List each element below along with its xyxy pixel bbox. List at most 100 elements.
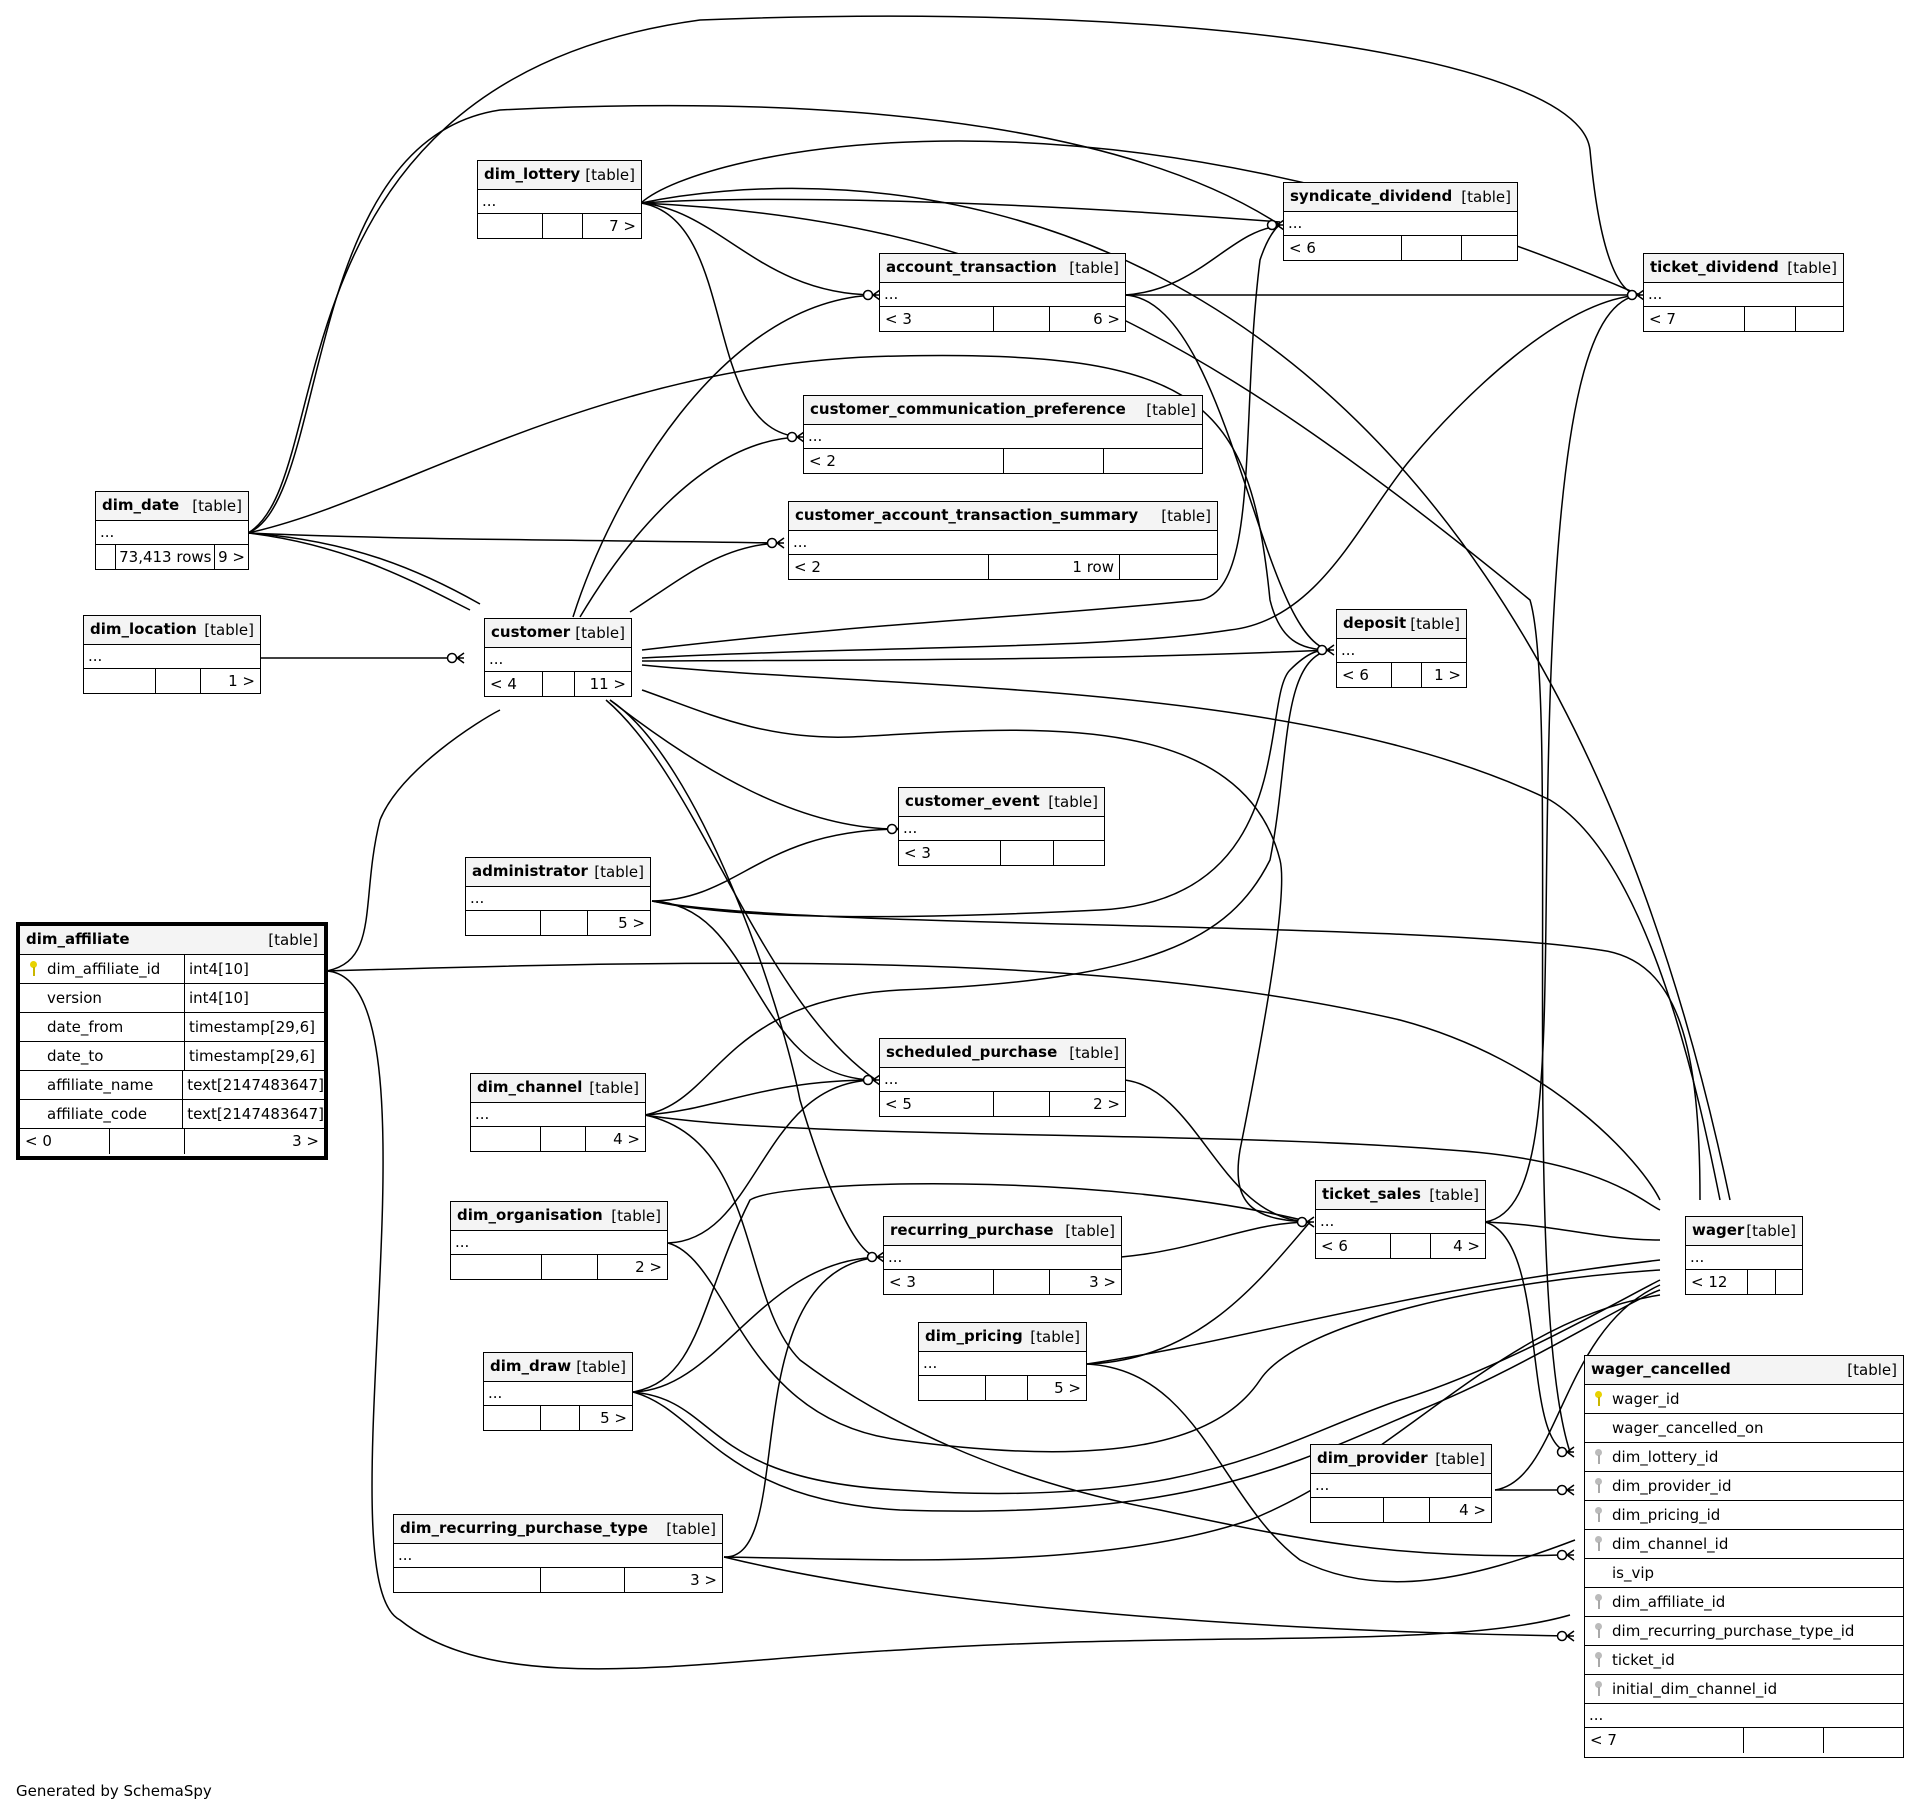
- edge-rpt-recurring-purchase: [723, 1256, 881, 1558]
- foreign-key-icon: [1594, 1449, 1603, 1464]
- parent-count: < 6: [1321, 1237, 1348, 1255]
- column-row[interactable]: dim_lottery_id: [1585, 1443, 1903, 1472]
- edge-admin-scheduled-purchase: [651, 900, 877, 1081]
- column-row[interactable]: dim_provider_id: [1585, 1472, 1903, 1501]
- optional-end-marker: [446, 652, 458, 664]
- many-end-marker: [776, 537, 785, 549]
- columns-ellipsis: ...: [96, 521, 248, 545]
- column-row[interactable]: wager_id: [1585, 1385, 1903, 1414]
- table-wager-cancelled[interactable]: wager_cancelled[table] wager_id wager_ca…: [1584, 1355, 1904, 1758]
- column-row[interactable]: dim_affiliate_id: [1585, 1588, 1903, 1617]
- columns-ellipsis: ...: [1284, 212, 1517, 236]
- child-count: 5 >: [1027, 1376, 1086, 1401]
- row-count: [1743, 1728, 1823, 1753]
- columns-ellipsis: ...: [884, 1246, 1121, 1270]
- table-name: dim_location: [90, 620, 197, 638]
- table-dim-organisation[interactable]: dim_organisation[table] ... 2 >: [450, 1201, 668, 1280]
- primary-key-icon: [1594, 1391, 1603, 1406]
- parent-count: [84, 669, 155, 694]
- child-count: 3 >: [624, 1568, 722, 1593]
- columns-ellipsis: ...: [1337, 639, 1466, 663]
- parent-count: [484, 1406, 540, 1431]
- table-kind: [table]: [1461, 188, 1511, 206]
- table-dim-location[interactable]: dim_location[table] ... 1 >: [83, 615, 261, 694]
- child-count: 2 >: [1049, 1092, 1125, 1117]
- table-dim-recurring-purchase-type[interactable]: dim_recurring_purchase_type[table] ... 3…: [393, 1514, 723, 1593]
- table-dim-channel[interactable]: dim_channel[table] ... 4 >: [470, 1073, 646, 1152]
- table-kind: [table]: [1787, 259, 1837, 277]
- optional-end-marker: [786, 431, 798, 443]
- table-kind: [table]: [1410, 615, 1460, 633]
- edge-customer-summary: [629, 542, 781, 613]
- many-end-marker: [456, 652, 465, 664]
- row-count: [540, 1127, 585, 1152]
- child-count: 9 >: [214, 545, 248, 570]
- column-type: text[2147483647]: [182, 1071, 324, 1099]
- table-dim-provider[interactable]: dim_provider[table] ... 4 >: [1310, 1444, 1492, 1523]
- column-name: dim_channel_id: [1612, 1535, 1729, 1553]
- table-customer-account-transaction-summary[interactable]: customer_account_transaction_summary[tab…: [788, 501, 1218, 580]
- table-syndicate-dividend[interactable]: syndicate_dividend[table] ... < 6: [1283, 182, 1518, 261]
- edge-channel-wager-cancelled: [644, 1114, 1561, 1557]
- table-dim-lottery[interactable]: dim_lottery[table] ... 7 >: [477, 160, 642, 239]
- parent-count: [471, 1127, 540, 1152]
- table-kind: [table]: [1069, 1044, 1119, 1062]
- table-name: dim_channel: [477, 1078, 583, 1096]
- column-row[interactable]: dim_channel_id: [1585, 1530, 1903, 1559]
- table-wager[interactable]: wager[table] ... < 12: [1685, 1216, 1803, 1295]
- column-row[interactable]: dim_recurring_purchase_type_id: [1585, 1617, 1903, 1646]
- edge-lottery-ticket-sales: [640, 202, 1571, 1453]
- column-type: timestamp[29,6]: [184, 1013, 324, 1041]
- column-row[interactable]: wager_cancelled_on: [1585, 1414, 1903, 1443]
- column-row[interactable]: initial_dim_channel_id: [1585, 1675, 1903, 1704]
- many-end-marker: [872, 289, 881, 301]
- table-customer-event[interactable]: customer_event[table] ... < 3: [898, 787, 1105, 866]
- table-customer-communication-preference[interactable]: customer_communication_preference[table]…: [803, 395, 1203, 474]
- edge-admin-deposit: [651, 649, 1331, 918]
- child-count: 4 >: [1430, 1234, 1485, 1259]
- columns-ellipsis: ...: [804, 425, 1202, 449]
- foreign-key-icon: [1594, 1536, 1603, 1551]
- edge-ticket-sales-wager: [1484, 1221, 1661, 1241]
- foreign-key-icon: [1594, 1652, 1603, 1667]
- edge-draw-ticket-sales: [632, 1183, 1311, 1393]
- column-name: wager_cancelled_on: [1612, 1419, 1764, 1437]
- edge-customer-wager: [641, 664, 1721, 1201]
- parent-count: < 6: [1289, 239, 1316, 257]
- row-count: [1747, 1270, 1775, 1295]
- table-name: dim_organisation: [457, 1206, 603, 1224]
- column-row[interactable]: is_vip: [1585, 1559, 1903, 1588]
- table-ticket-dividend[interactable]: ticket_dividend[table] ... < 7: [1643, 253, 1844, 332]
- table-name: wager_cancelled: [1591, 1360, 1731, 1378]
- column-row[interactable]: ticket_id: [1585, 1646, 1903, 1675]
- edge-customer-event: [609, 699, 901, 830]
- table-kind: [table]: [585, 166, 635, 184]
- table-dim-pricing[interactable]: dim_pricing[table] ... 5 >: [918, 1322, 1087, 1401]
- columns-ellipsis: ...: [466, 887, 650, 911]
- table-dim-draw[interactable]: dim_draw[table] ... 5 >: [483, 1352, 633, 1431]
- parent-count: < 7: [1590, 1731, 1617, 1749]
- edge-date-syndicate: [247, 104, 1281, 534]
- column-name: date_to: [47, 1047, 104, 1065]
- table-name: customer_account_transaction_summary: [795, 506, 1139, 524]
- column-row[interactable]: dim_pricing_id: [1585, 1501, 1903, 1530]
- row-count: [542, 214, 582, 239]
- edge-customer-comm-pref: [579, 436, 801, 618]
- child-count: [1103, 449, 1202, 474]
- table-administrator[interactable]: administrator[table] ... 5 >: [465, 857, 651, 936]
- edge-rpt-wager: [723, 1294, 1661, 1561]
